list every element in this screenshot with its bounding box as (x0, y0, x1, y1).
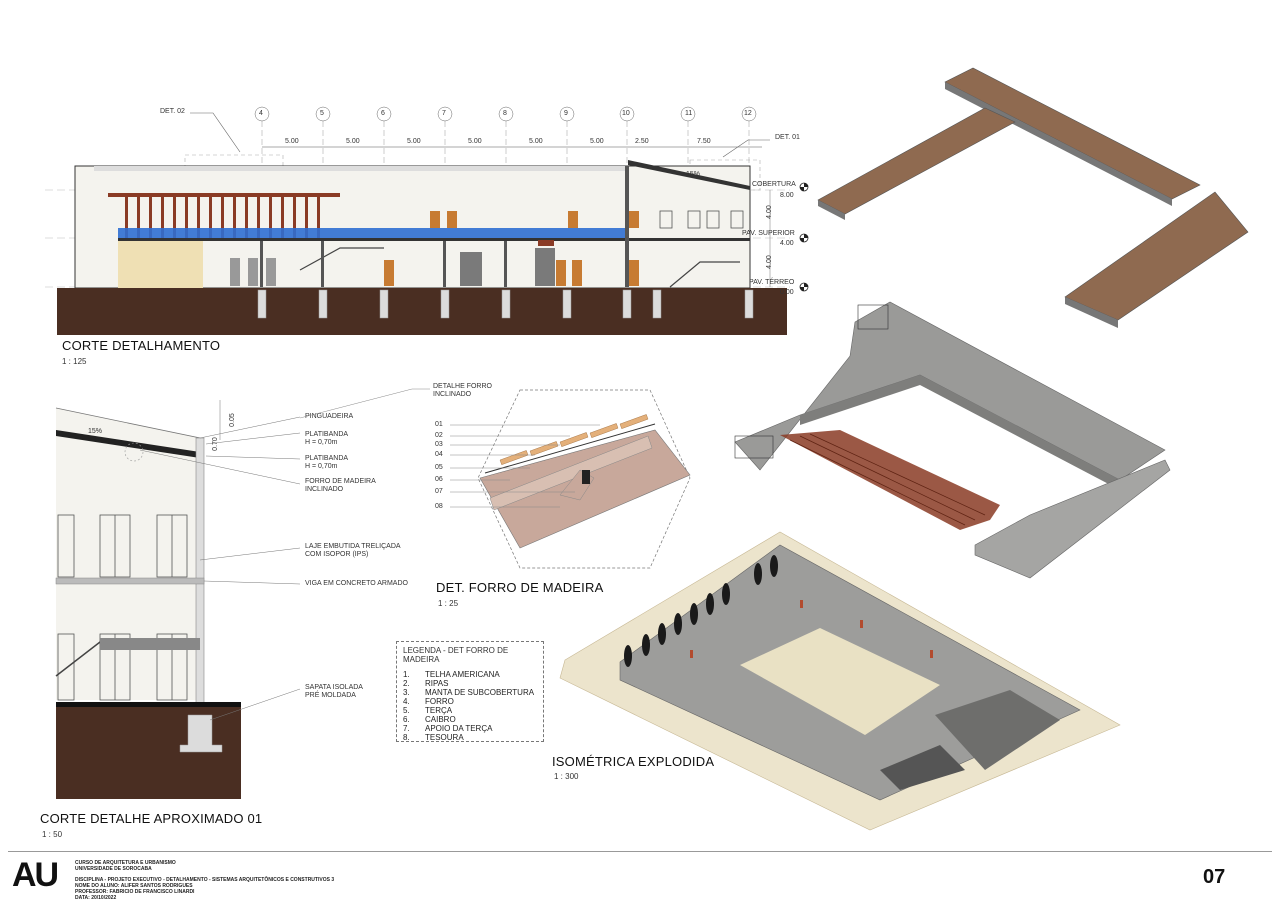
grid-number: 7 (442, 110, 446, 117)
det-callout-left: DET. 02 (160, 108, 185, 115)
detail-label: FORRO DE MADEIRA INCLINADO (305, 478, 376, 493)
forro-number: 06 (435, 476, 443, 483)
legend-item: 1.TELHA AMERICANA (403, 670, 500, 679)
det-callout-right: DET. 01 (775, 134, 800, 141)
slope-label: 15% (88, 428, 103, 435)
level-value: 8.00 (780, 192, 794, 199)
ground-floor-isometric (559, 531, 1121, 831)
level-name: PAV. TÉRREO (749, 279, 795, 286)
legend-item: 6.CAIBRO (403, 715, 456, 724)
dimension-label: 5.00 (407, 138, 421, 145)
forro-number: 05 (435, 464, 443, 471)
grid-number: 6 (381, 110, 385, 117)
level-value: 0.00 (780, 289, 794, 296)
legend-box: LEGENDA - DET FORRO DE MADEIRA 1.TELHA A… (396, 641, 544, 742)
forro-detail-title: DET. FORRO DE MADEIRA (436, 580, 604, 595)
dimension-label: 2.50 (635, 138, 649, 145)
forro-detail-scale: 1 : 25 (438, 599, 459, 608)
legend-title: LEGENDA - DET FORRO DE MADEIRA (403, 646, 509, 664)
au-logo: AU (12, 856, 59, 894)
isometric-scale: 1 : 300 (554, 772, 579, 781)
grid-number: 11 (685, 110, 693, 117)
isometric-title: ISOMÉTRICA EXPLODIDA (552, 754, 715, 769)
dimension-label: 5.00 (468, 138, 482, 145)
slope-label: 15% (686, 171, 701, 178)
legend-item: 8.TESOURA (403, 733, 464, 742)
grid-number: 12 (744, 110, 752, 117)
grid-number: 9 (564, 110, 568, 117)
sheet-date: DATA: 20/10/2022 (75, 895, 117, 901)
roof-isometric (817, 67, 1249, 328)
detail-label: SAPATA ISOLADA PRÉ MOLDADA (305, 684, 363, 699)
upper-floor-isometric (734, 301, 1171, 579)
forro-number: 02 (435, 432, 443, 439)
detail-label: PINGUADEIRA (305, 413, 354, 420)
legend-item: 3.MANTA DE SUBCOBERTURA (403, 688, 535, 697)
detail-label: LAJE EMBUTIDA TRELIÇADA COM ISOPOR (IPS) (305, 543, 401, 558)
grid-number: 10 (622, 110, 630, 117)
forro-number: 01 (435, 421, 443, 428)
legend-item: 5.TERÇA (403, 706, 453, 715)
grid-number: 4 (259, 110, 263, 117)
legend-item: 2.RIPAS (403, 679, 449, 688)
forro-number: 03 (435, 441, 443, 448)
dimension-label: 5.00 (590, 138, 604, 145)
level-name: PAV. SUPERIOR (742, 230, 795, 237)
level-value: 4.00 (780, 240, 794, 247)
dimension-label: 5.00 (285, 138, 299, 145)
forro-callout: DETALHE FORRO INCLINADO (433, 383, 492, 398)
sheet-number: 07 (1203, 866, 1226, 888)
detail-label: PLATIBANDA H = 0,70m (305, 455, 349, 470)
footer-divider (8, 851, 1272, 852)
university-name: UNIVERSIDADE DE SOROCABA (75, 866, 152, 872)
discipline: DISCIPLINA - PROJETO EXECUTIVO - DETALHA… (75, 877, 335, 883)
forro-number: 08 (435, 503, 443, 510)
detail-label: PLATIBANDA H = 0,70m (305, 431, 349, 446)
detail-section-title: CORTE DETALHE APROXIMADO 01 (40, 811, 263, 826)
course-name: CURSO DE ARQUITETURA E URBANISMO (75, 860, 176, 866)
professor-name: PROFESSOR: FABRICIO DE FRANCISCO LINARDI (75, 889, 195, 895)
detail-label: VIGA EM CONCRETO ARMADO (305, 580, 408, 587)
dimension-label: 5.00 (529, 138, 543, 145)
student-name: NOME DO ALUNO: ALIFER SANTOS RODRIGUES (75, 883, 193, 889)
grid-number: 8 (503, 110, 507, 117)
level-name: COBERTURA (752, 181, 796, 188)
main-section-title: CORTE DETALHAMENTO (62, 338, 221, 353)
title-block: CURSO DE ARQUITETURA E URBANISMO UNIVERS… (75, 860, 334, 901)
main-section-scale: 1 : 125 (62, 357, 87, 366)
dimension-label: 5.00 (346, 138, 360, 145)
legend-item: 4.FORRO (403, 697, 454, 706)
grid-number: 5 (320, 110, 324, 117)
legend-item: 7.APOIO DA TERÇA (403, 724, 493, 733)
forro-number: 04 (435, 451, 443, 458)
dimension-label: 7.50 (697, 138, 711, 145)
detail-section-scale: 1 : 50 (42, 830, 63, 839)
forro-number: 07 (435, 488, 443, 495)
